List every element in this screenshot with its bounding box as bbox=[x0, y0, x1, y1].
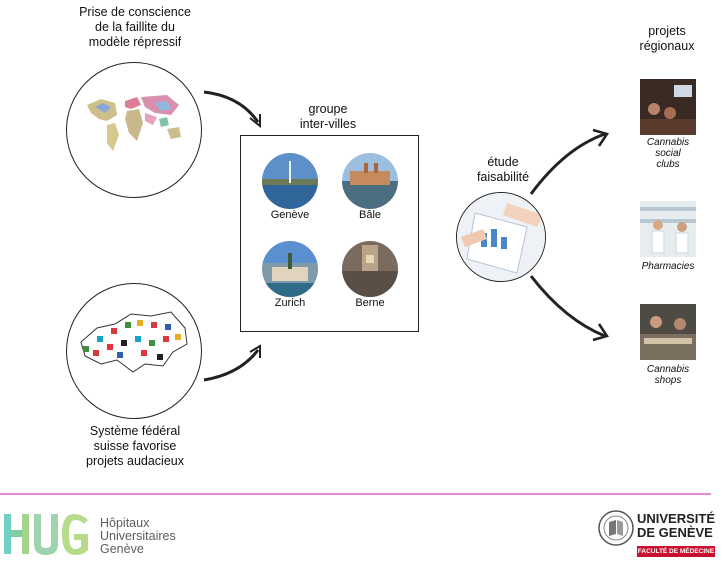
swiss-map-icon bbox=[66, 283, 202, 419]
city-label-bale: Bâle bbox=[358, 209, 382, 221]
bern-photo bbox=[342, 241, 398, 297]
footer-divider bbox=[0, 493, 711, 495]
label-cannabis-shops: Cannabis shops bbox=[646, 364, 690, 386]
document-review-photo bbox=[456, 192, 546, 282]
arrow-bottom-left bbox=[203, 344, 261, 382]
geneva-photo bbox=[262, 153, 318, 209]
zurich-photo bbox=[262, 241, 318, 297]
city-label-berne: Berne bbox=[355, 297, 385, 309]
unige-name: UNIVERSITÉ DE GENÈVE bbox=[637, 511, 716, 540]
cannabis-shop-photo bbox=[640, 304, 696, 360]
pharmacy-photo bbox=[640, 201, 696, 257]
group-title: groupe inter-villes bbox=[299, 102, 357, 131]
city-label-zurich: Zurich bbox=[274, 297, 306, 309]
caption-repressive-model: Prise de conscience de la faillite du mo… bbox=[79, 5, 191, 49]
world-map-icon bbox=[66, 62, 202, 198]
study-title: étude faisabilité bbox=[476, 155, 530, 184]
label-social-clubs: Cannabis social clubs bbox=[646, 137, 690, 170]
unige-seal-icon bbox=[598, 510, 634, 546]
hug-name: Hôpitaux Universitaires Genève bbox=[100, 516, 176, 556]
city-label-geneve: Genève bbox=[270, 209, 310, 221]
projects-title: projets régionaux bbox=[639, 24, 695, 53]
caption-federal-system: Système fédéral suisse favorise projets … bbox=[86, 424, 184, 468]
hug-logo bbox=[4, 512, 90, 556]
arrow-to-shops bbox=[529, 275, 609, 342]
social-club-photo bbox=[640, 79, 696, 135]
label-pharmacies: Pharmacies bbox=[641, 261, 695, 272]
arrow-to-social-clubs bbox=[529, 128, 609, 195]
unige-faculty: FACULTÉ DE MÉDECINE bbox=[637, 546, 715, 557]
group-box: Genève Bâle Zurich Berne bbox=[240, 135, 419, 332]
basel-photo bbox=[342, 153, 398, 209]
arrow-top-left bbox=[203, 90, 261, 129]
